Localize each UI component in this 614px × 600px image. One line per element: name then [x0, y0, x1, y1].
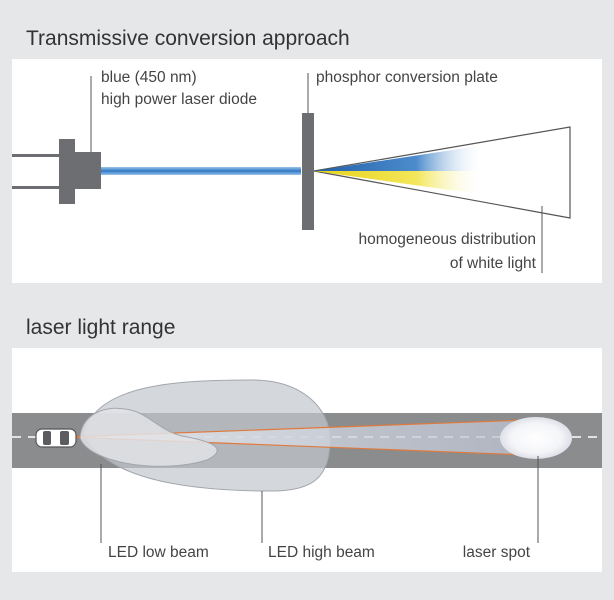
output-label-line1: homogeneous distribution: [358, 231, 536, 248]
led-low-beam-label: LED low beam: [108, 544, 209, 561]
transmissive-diagram-panel: blue (450 nm) high power laser diode pho…: [12, 59, 602, 283]
yellow-light-cone: [314, 171, 485, 195]
phosphor-conversion-plate: [302, 113, 314, 230]
diode-label-line2: high power laser diode: [101, 91, 257, 108]
transmissive-diagram: [12, 73, 571, 273]
laser-diode: [59, 139, 101, 204]
laser-beam: [101, 167, 301, 175]
laser-range-diagram-panel: LED low beam LED high beam laser spot: [12, 348, 602, 572]
diode-pin-top: [12, 154, 62, 157]
led-low-beam-area: [79, 407, 218, 467]
plate-label: phosphor conversion plate: [316, 69, 498, 86]
section-title-transmissive: Transmissive conversion approach: [26, 27, 350, 50]
blue-light-cone: [314, 145, 485, 171]
car: [35, 428, 77, 448]
section-title-laser-range: laser light range: [26, 316, 176, 339]
diode-pin-bottom: [12, 186, 62, 189]
output-label-line2: of white light: [449, 255, 536, 272]
laser-range-diagram: [12, 379, 602, 543]
diode-label-line1: blue (450 nm): [101, 69, 197, 86]
output-cone-outline: [313, 126, 571, 219]
laser-spot-label: laser spot: [462, 544, 530, 561]
led-high-beam-label: LED high beam: [268, 544, 375, 561]
laser-spot: [500, 417, 572, 459]
